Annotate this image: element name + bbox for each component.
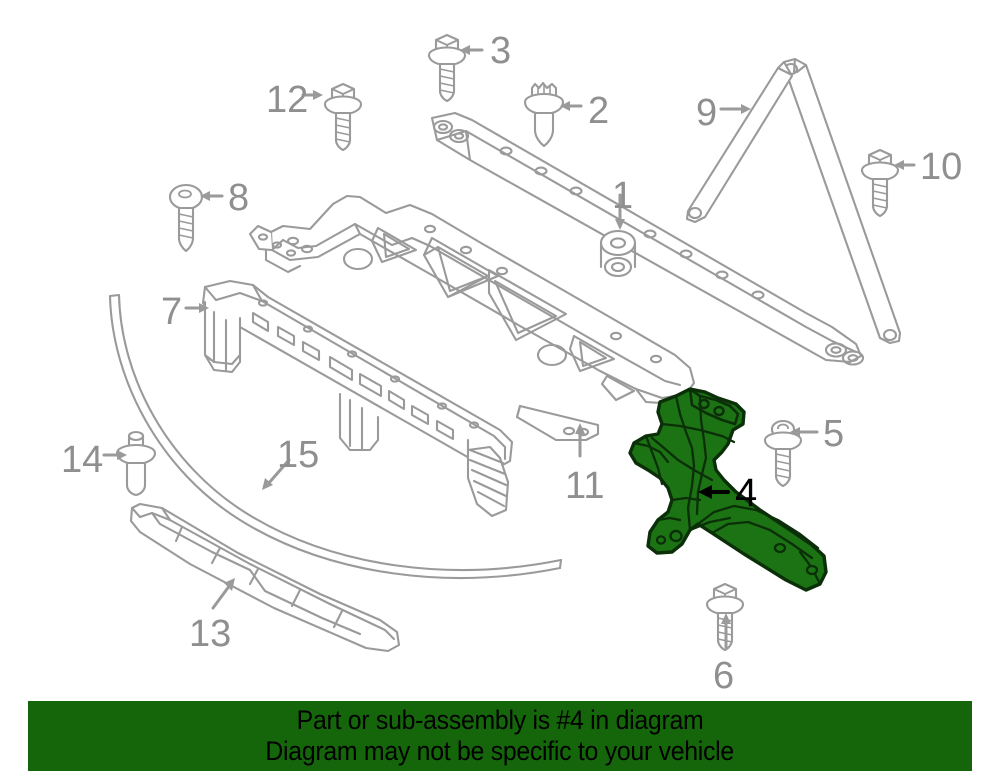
arrow-13 (211, 583, 232, 610)
callout-label-9: 9 (696, 92, 718, 134)
callout-label-2: 2 (588, 90, 610, 132)
fastener-part-3 (427, 33, 467, 103)
banner-line-2: Diagram may not be specific to your vehi… (265, 736, 735, 766)
arrow-15 (266, 458, 291, 486)
radiator-support-panel-part-11 (248, 111, 865, 442)
upper-seal-strip-part-15 (108, 293, 563, 579)
fastener-part-2 (523, 81, 565, 148)
fastener-part-12 (323, 82, 363, 152)
callout-label-11: 11 (565, 465, 605, 507)
callout-label-14: 14 (61, 439, 104, 481)
diagonal-strut-brace-part-9 (685, 57, 902, 345)
fastener-part-10 (860, 148, 900, 218)
callout-label-12: 12 (266, 79, 309, 121)
part-notice-banner: Part or sub-assembly is #4 in diagram Di… (28, 701, 972, 771)
callout-label-15: 15 (277, 434, 320, 476)
callout-arrows (102, 45, 916, 649)
banner-line-1: Part or sub-assembly is #4 in diagram (296, 705, 704, 735)
callout-label-7: 7 (161, 291, 183, 333)
callout-label-6: 6 (713, 655, 735, 697)
callout-label-13: 13 (189, 613, 232, 655)
callout-label-3: 3 (490, 30, 512, 72)
callout-label-5: 5 (823, 413, 845, 455)
callout-label-10: 10 (920, 146, 963, 188)
fastener-part-8 (168, 183, 204, 253)
lower-air-deflector-part-13 (129, 502, 401, 653)
callout-label-8: 8 (228, 177, 250, 219)
fastener-part-14 (115, 430, 157, 497)
callout-label-1: 1 (612, 175, 634, 217)
lower-crossmember-rail-part-7 (201, 279, 514, 518)
exploded-parts-diagram (102, 33, 916, 653)
callout-label-4: 4 (735, 471, 758, 515)
headlight-mount-bracket-part-4 (628, 387, 828, 592)
